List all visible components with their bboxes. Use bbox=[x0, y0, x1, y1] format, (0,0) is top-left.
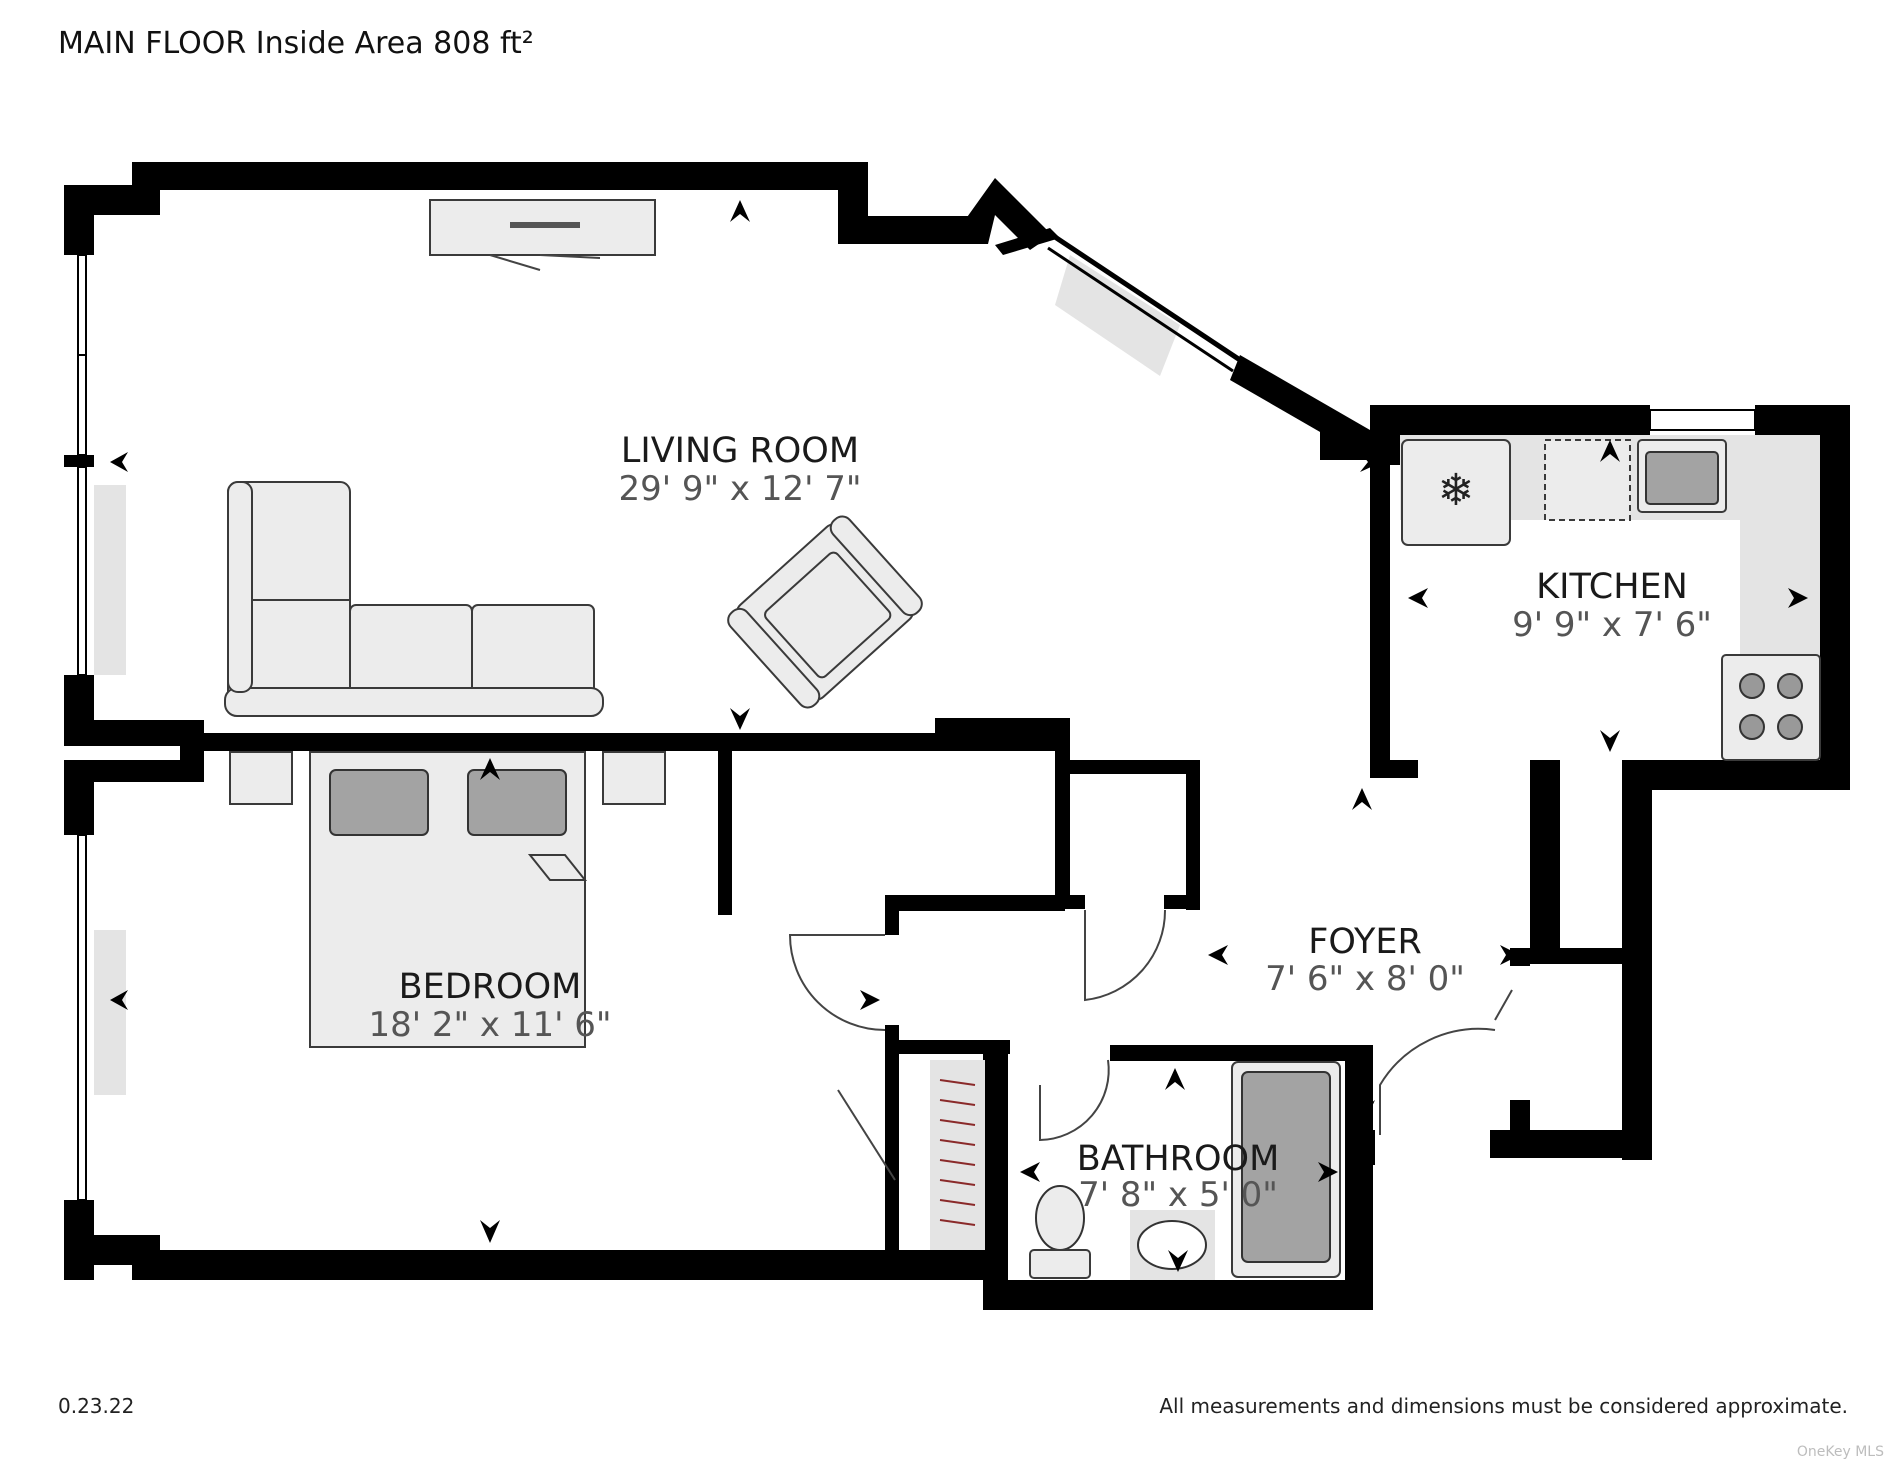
stove bbox=[1721, 654, 1821, 761]
tv-console bbox=[429, 199, 656, 271]
bathroom-dims: 7' 8" x 5' 0" bbox=[1078, 1175, 1278, 1215]
closet-hangers bbox=[939, 1079, 976, 1226]
living-room-name: LIVING ROOM bbox=[621, 431, 859, 471]
svg-text:❄: ❄ bbox=[1438, 465, 1475, 516]
foyer-dims: 7' 6" x 8' 0" bbox=[1265, 959, 1465, 999]
foyer-name: FOYER bbox=[1308, 922, 1422, 962]
date-code: 0.23.22 bbox=[58, 1394, 135, 1418]
disclaimer: All measurements and dimensions must be … bbox=[1159, 1394, 1848, 1418]
window-light-bedroom-west bbox=[94, 930, 126, 1095]
window-light-living-west bbox=[94, 485, 126, 675]
dishwasher bbox=[1544, 439, 1631, 521]
window-light-living-diagonal bbox=[1055, 255, 1180, 376]
bathroom-sink bbox=[1130, 1210, 1215, 1280]
bedroom-name: BEDROOM bbox=[399, 967, 582, 1007]
bed bbox=[309, 751, 588, 1048]
living-room-dims: 29' 9" x 12' 7" bbox=[618, 469, 861, 509]
armchair bbox=[727, 515, 923, 709]
kitchen-dims: 9' 9" x 7' 6" bbox=[1512, 605, 1712, 645]
nightstand-right bbox=[602, 751, 666, 805]
doors bbox=[788, 909, 1513, 1181]
watermark: OneKey MLS bbox=[1796, 1444, 1884, 1460]
kitchen-name: KITCHEN bbox=[1536, 567, 1688, 607]
sectional-sofa bbox=[224, 481, 604, 717]
toilet bbox=[1029, 1185, 1091, 1279]
kitchen-sink bbox=[1637, 439, 1727, 513]
bedroom-dims: 18' 2" x 11' 6" bbox=[368, 1005, 611, 1045]
walls bbox=[64, 162, 1850, 1310]
refrigerator: ❄ bbox=[1401, 439, 1511, 546]
floor-title: MAIN FLOOR Inside Area 808 ft² bbox=[58, 26, 534, 61]
bathtub bbox=[1231, 1061, 1341, 1278]
view-arrows bbox=[110, 200, 1808, 1272]
bathroom-name: BATHROOM bbox=[1077, 1139, 1280, 1179]
bedroom-closet bbox=[930, 1060, 985, 1250]
nightstand-left bbox=[229, 751, 293, 805]
